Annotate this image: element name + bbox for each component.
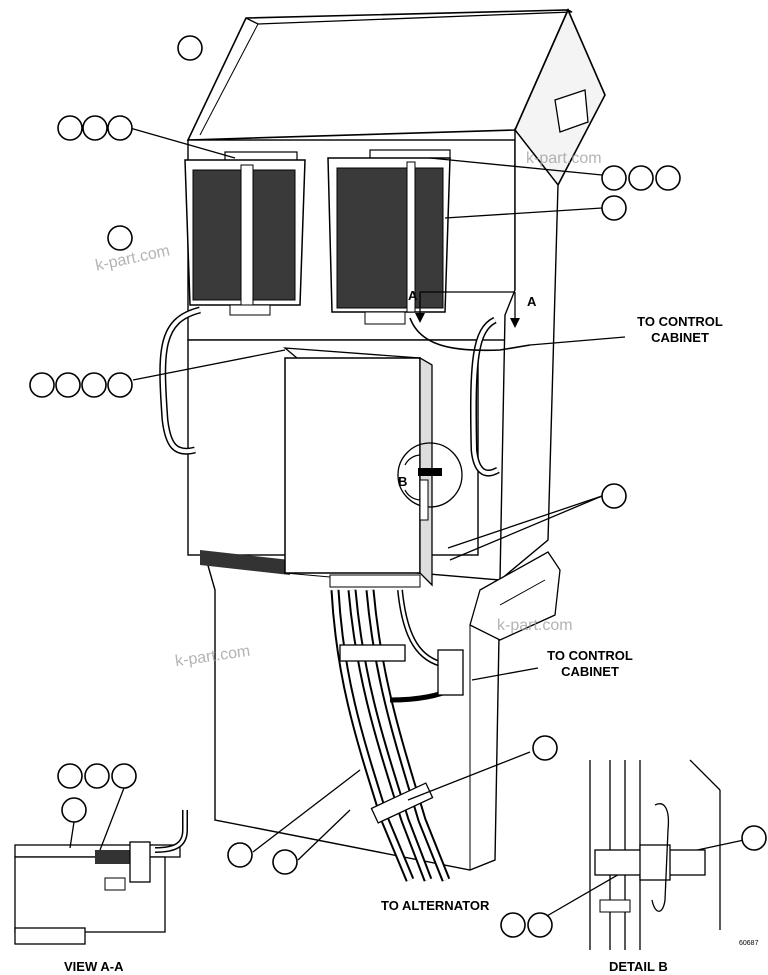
callout-bubble — [82, 115, 108, 141]
callout-bubble — [57, 763, 83, 789]
callout-bubble — [81, 372, 107, 398]
callout-bubble — [527, 912, 553, 938]
detail-b-inset — [589, 759, 721, 950]
callout-bubble — [107, 115, 133, 141]
callout-bubble — [601, 195, 627, 221]
detail-b-label: DETAIL B — [609, 959, 668, 974]
cabinet-ledge — [200, 550, 290, 575]
callout-bubble — [628, 165, 654, 191]
section-marker-a-left: A — [408, 288, 418, 303]
callout-bubble — [107, 225, 133, 251]
resistor-module-right — [327, 149, 451, 325]
callout-bubble — [601, 165, 627, 191]
to-control-line-2: TO CONTROL — [547, 648, 633, 663]
callout-bubble — [177, 35, 203, 61]
callout-bubble — [227, 842, 253, 868]
callout-bubble — [272, 849, 298, 875]
view-a-a-label: VIEW A-A — [64, 959, 124, 974]
to-control-cabinet-label-2: TO CONTROL CABINET — [535, 648, 645, 680]
latch — [418, 468, 442, 476]
callout-bubble — [84, 763, 110, 789]
alternator-cables — [330, 589, 464, 882]
watermark: k-part.com — [526, 150, 602, 167]
callout-bubble — [500, 912, 526, 938]
watermark: k-part.com — [497, 617, 573, 634]
section-marker-a-right: A — [527, 294, 537, 309]
hood-flange — [245, 9, 573, 25]
callout-bubble — [55, 372, 81, 398]
callout-bubble — [61, 797, 87, 823]
detail-b-circle — [397, 442, 463, 508]
callout-bubble — [107, 372, 133, 398]
callout-bubble — [29, 372, 55, 398]
callout-bubble — [532, 735, 558, 761]
detail-marker-b: B — [398, 474, 408, 489]
to-control-line-1: TO CONTROL — [637, 314, 723, 329]
callout-bubble — [57, 115, 83, 141]
hood — [186, 9, 570, 141]
resistor-module-left — [184, 151, 306, 316]
callout-bubble — [601, 483, 627, 509]
callout-bubble — [111, 763, 137, 789]
control-wire-1 — [409, 317, 531, 352]
callout-bubble — [655, 165, 681, 191]
hood-handle — [554, 89, 589, 133]
to-control-cabinet-label-1: TO CONTROL CABINET — [625, 314, 735, 346]
figure-number: 60687 — [739, 940, 759, 947]
to-alternator-label: TO ALTERNATOR — [381, 898, 490, 913]
view-a-a-inset — [14, 787, 188, 945]
callout-bubbles — [29, 35, 767, 938]
mounting-bracket — [469, 551, 561, 641]
cabinet-line-2: CABINET — [561, 664, 619, 679]
cabinet-line-1: CABINET — [651, 330, 709, 345]
callout-bubble — [741, 825, 767, 851]
junction-box — [283, 347, 433, 588]
